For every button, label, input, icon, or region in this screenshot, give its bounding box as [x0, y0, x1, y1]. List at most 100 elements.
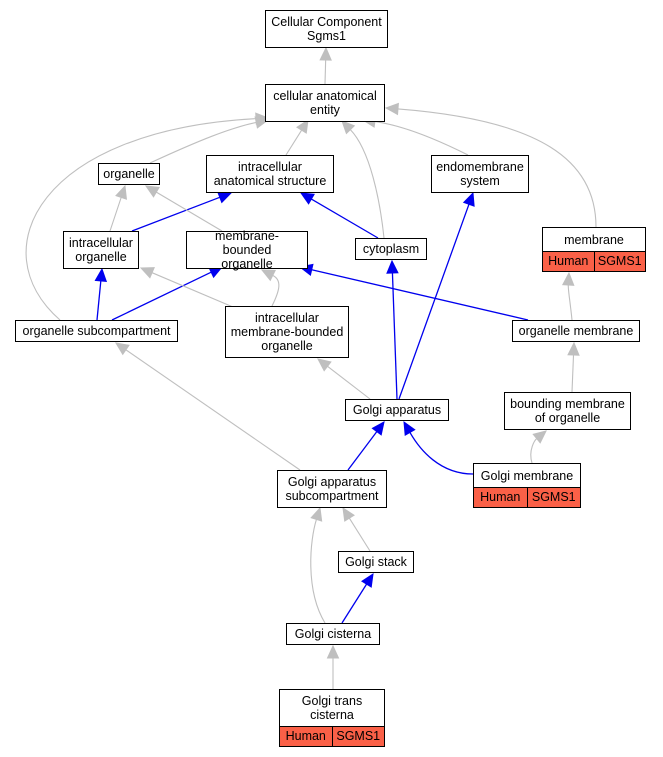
term-node-root[interactable]: Cellular Component Sgms1: [265, 10, 388, 48]
edge-line: [348, 517, 371, 552]
edge-line: [285, 129, 303, 156]
term-label: Golgi apparatus: [352, 403, 442, 417]
edge-line: [151, 272, 241, 311]
edge-intra-org-to-organelle: [109, 184, 128, 232]
term-label: Golgi trans cisterna: [301, 694, 363, 722]
arrowhead: [296, 118, 309, 134]
edge-line: [311, 198, 379, 239]
edge-cytoplasm-to-cae: [341, 120, 385, 239]
edge-ias-to-cae: [285, 118, 309, 156]
term-node-org-mem[interactable]: organelle membrane: [512, 320, 640, 342]
edge-golgi-stack-to-golgi-sub: [342, 506, 371, 552]
arrowhead: [403, 420, 416, 436]
term-node-cytoplasm[interactable]: cytoplasm: [355, 238, 427, 260]
arrowhead: [217, 191, 233, 204]
edge-line: [349, 129, 385, 239]
annotation-species: Human: [280, 727, 333, 746]
edge-line: [125, 349, 301, 471]
edge-golgi-to-cytoplasm: [386, 259, 399, 400]
edge-line: [530, 438, 538, 464]
edge-line: [149, 121, 257, 164]
term-label: Golgi apparatus subcompartment: [285, 475, 379, 503]
edge-org-sub-to-mbo: [111, 266, 224, 321]
arrowhead: [342, 506, 355, 522]
edge-golgi-mem-to-golgi: [403, 420, 474, 475]
term-node-imbo[interactable]: intracellular membrane-bounded organelle: [225, 306, 349, 358]
edge-line: [409, 432, 474, 475]
edge-line: [271, 274, 280, 307]
arrowhead: [260, 269, 276, 282]
arrowhead: [319, 46, 332, 61]
edge-intra-org-to-ias: [131, 191, 233, 232]
arrowhead: [567, 341, 580, 356]
arrowhead: [255, 112, 270, 125]
edge-line: [311, 269, 529, 321]
term-label: Golgi membrane: [480, 468, 574, 483]
edge-line: [347, 431, 378, 471]
term-node-golgi-stack[interactable]: Golgi stack: [338, 551, 414, 573]
term-node-golgi[interactable]: Golgi apparatus: [345, 399, 449, 421]
annotation-gene: SGMS1: [527, 488, 580, 507]
edge-org-sub-to-cae: [25, 112, 270, 321]
edge-golgi-cist-to-golgi-stack: [341, 572, 374, 624]
edge-line: [131, 196, 221, 232]
arrowhead: [317, 358, 332, 372]
edge-line: [111, 271, 212, 321]
edge-line: [571, 354, 575, 393]
term-node-mbo[interactable]: membrane-bounded organelle: [186, 229, 308, 271]
edge-mbo-to-organelle: [144, 185, 223, 232]
annotation-species: Human: [474, 488, 528, 507]
arrowhead: [341, 120, 356, 135]
term-label: Golgi stack: [345, 555, 407, 569]
term-label: membrane-bounded organelle: [215, 229, 279, 271]
annotation-species: Human: [543, 252, 595, 271]
term-node-cae[interactable]: cellular anatomical entity: [265, 84, 385, 122]
arrowhead: [326, 644, 340, 659]
term-label: intracellular anatomical structure: [213, 160, 327, 188]
term-node-ias[interactable]: intracellular anatomical structure: [206, 155, 334, 193]
edge-org-mem-to-membrane: [561, 271, 575, 321]
arrowhead: [94, 267, 108, 283]
arrowhead: [384, 102, 399, 116]
edge-line: [398, 204, 470, 400]
edge-golgi-cist-to-golgi-sub: [310, 506, 326, 624]
edge-bmo-to-org-mem: [567, 341, 580, 393]
edge-line: [156, 191, 223, 232]
arrowhead: [115, 342, 130, 356]
edge-golgi-sub-to-org-sub: [115, 342, 301, 471]
term-label: cellular anatomical entity: [273, 89, 377, 117]
edge-line: [324, 59, 327, 85]
edge-line: [109, 197, 122, 232]
edge-golgi-to-imbo: [317, 358, 371, 400]
term-node-golgi-cist[interactable]: Golgi cisterna: [286, 623, 380, 645]
edge-line: [374, 121, 469, 156]
arrowhead: [532, 430, 547, 444]
term-node-endo[interactable]: endomembrane system: [431, 155, 529, 193]
term-label: Cellular Component Sgms1: [271, 15, 382, 43]
term-node-org-sub[interactable]: organelle subcompartment: [15, 320, 178, 342]
edge-line: [341, 583, 368, 624]
term-label: cytoplasm: [362, 242, 420, 256]
edge-cae-to-root: [319, 46, 332, 85]
arrowhead: [144, 185, 160, 198]
edge-line: [25, 118, 257, 321]
term-node-bmo[interactable]: bounding membrane of organelle: [504, 392, 631, 430]
annotation-gene: SGMS1: [332, 727, 384, 746]
edge-org-sub-to-intra-org: [94, 267, 108, 321]
edge-line: [567, 284, 573, 321]
edge-imbo-to-intra-org: [139, 267, 241, 311]
edge-imbo-to-mbo: [260, 269, 280, 307]
term-node-golgi-sub[interactable]: Golgi apparatus subcompartment: [277, 470, 387, 508]
arrowhead: [462, 191, 475, 207]
term-label: organelle subcompartment: [22, 324, 171, 338]
arrowhead: [310, 506, 323, 522]
term-node-organelle[interactable]: organelle: [98, 163, 160, 185]
term-node-intra-org[interactable]: intracellular organelle: [63, 231, 139, 269]
edge-line: [397, 108, 597, 228]
